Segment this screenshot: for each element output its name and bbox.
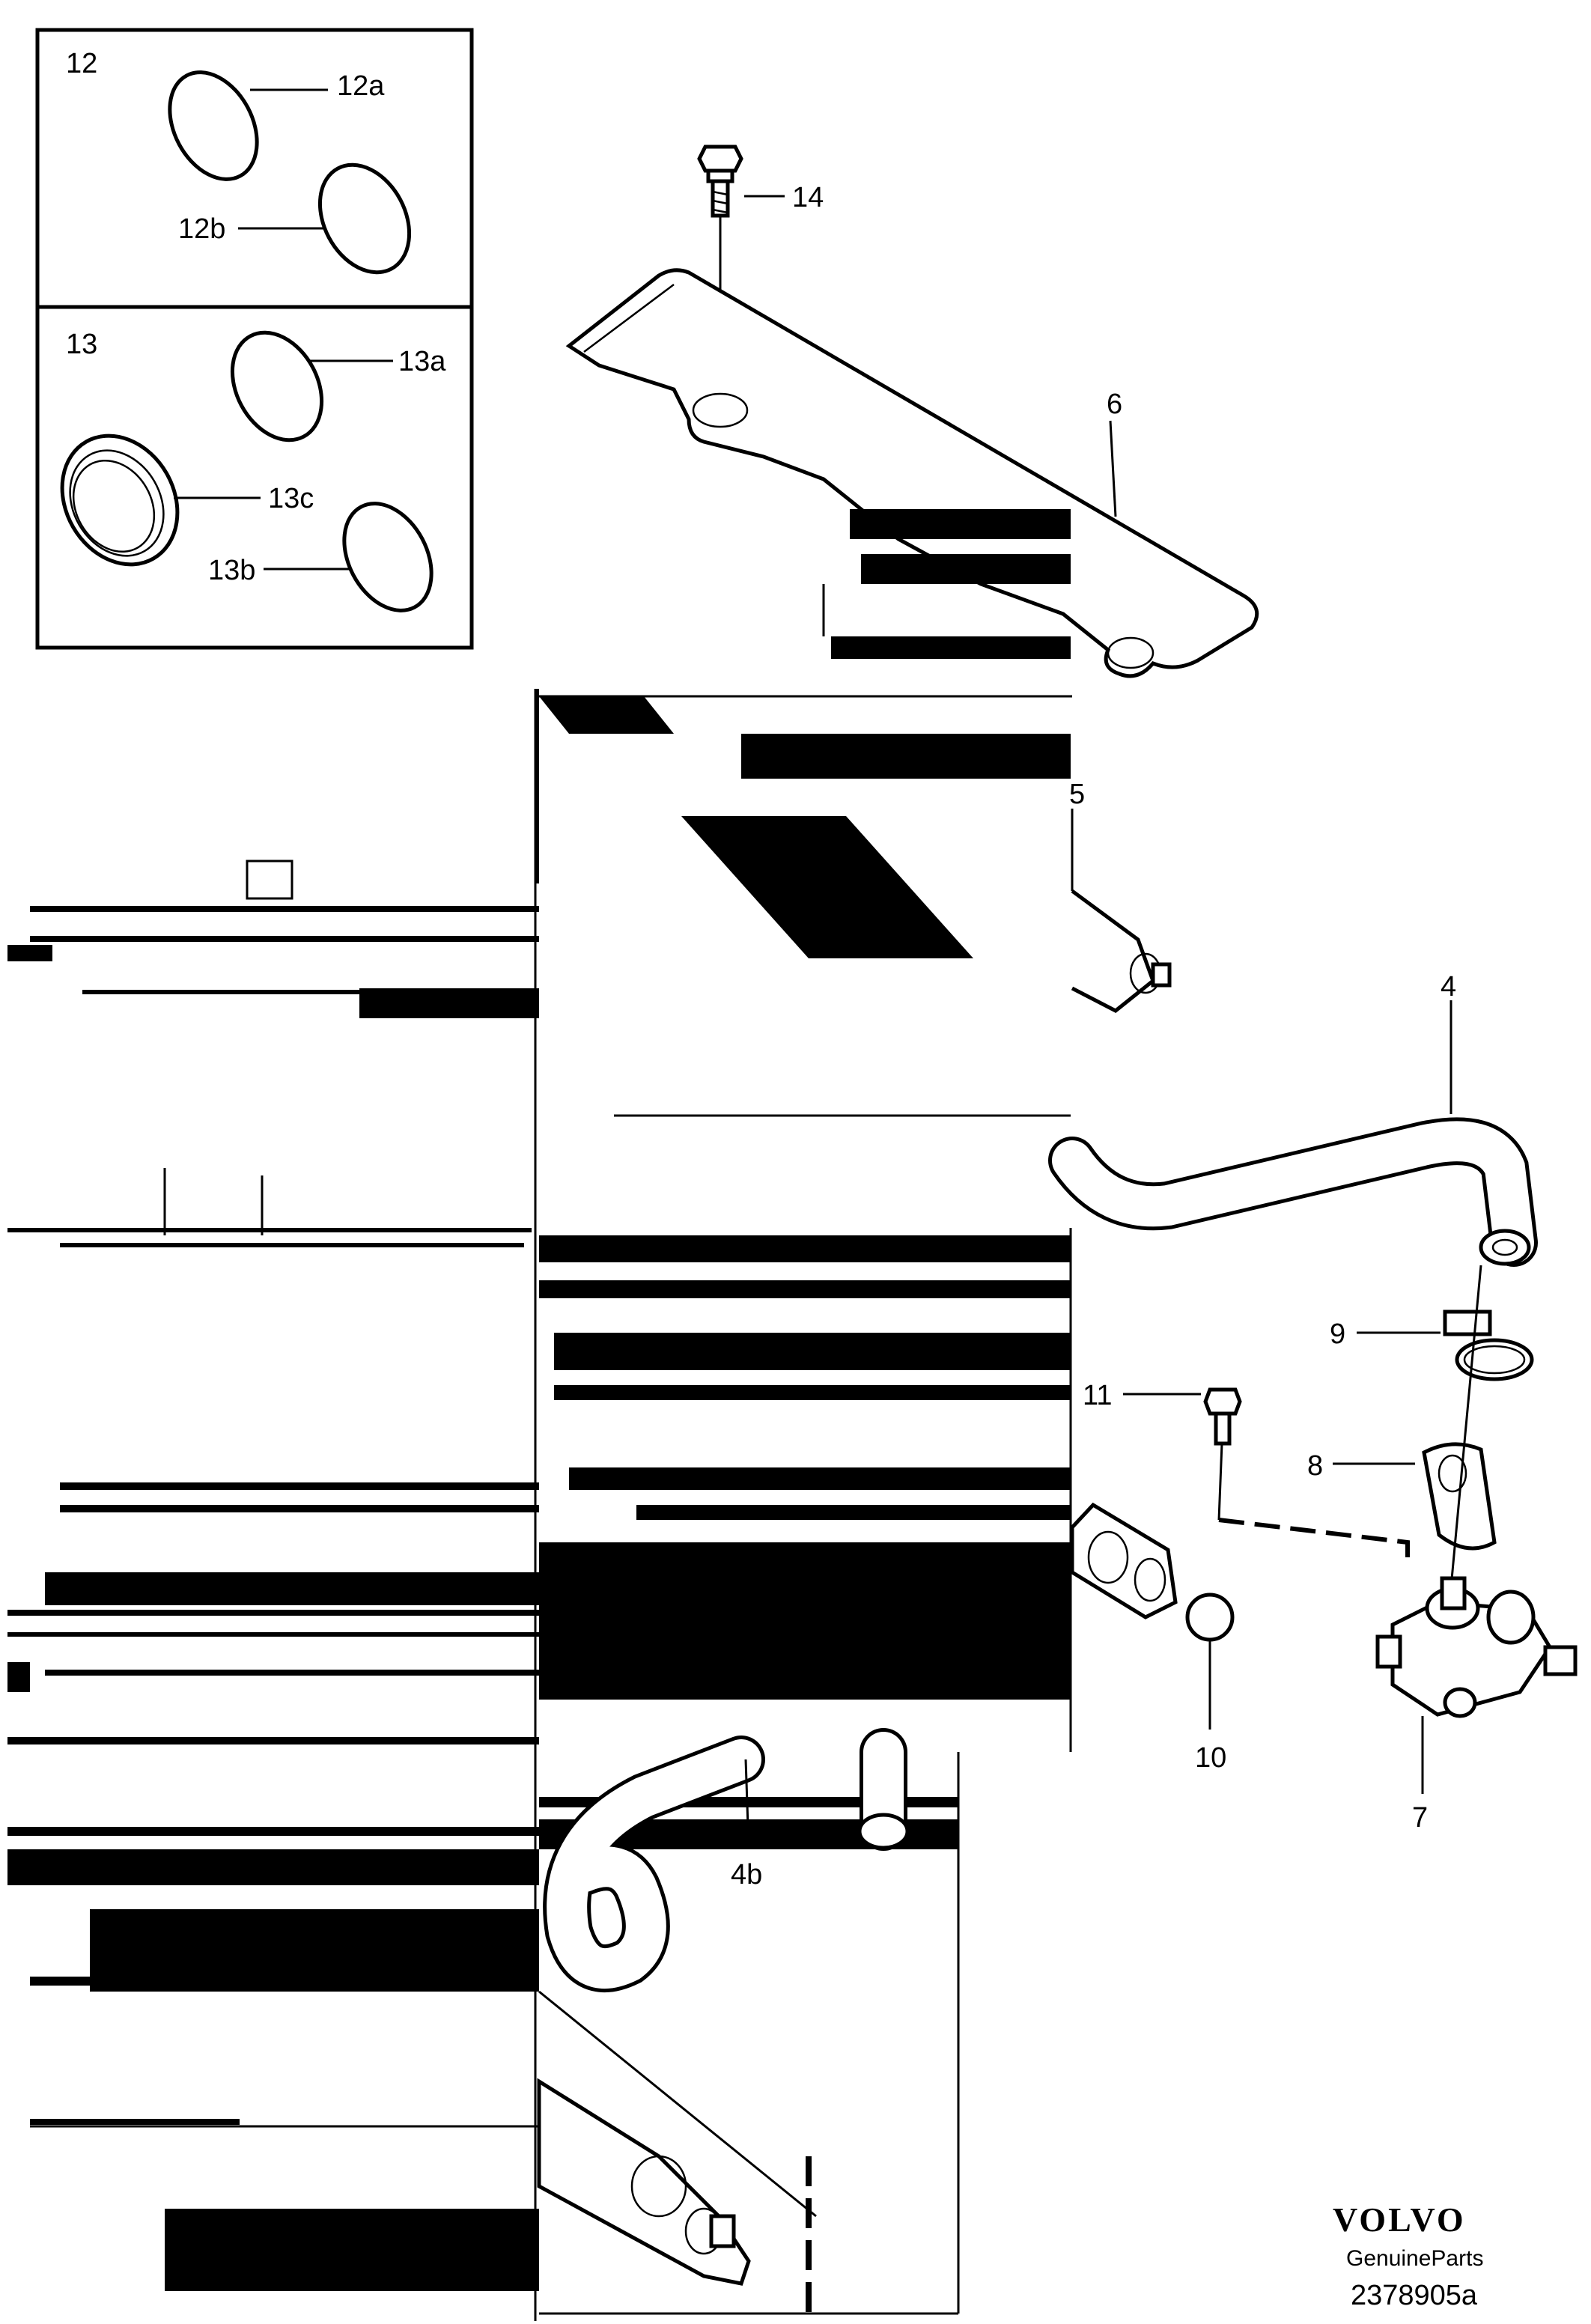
callout-11: 11	[1083, 1380, 1112, 1411]
engine-shading	[7, 509, 1072, 2321]
reference-number: 2378905a	[1351, 2280, 1478, 2311]
label-12b: 12b	[178, 213, 225, 245]
label-13c: 13c	[268, 483, 314, 514]
o-ring-12b	[317, 162, 412, 275]
o-ring-13a	[230, 330, 324, 442]
callout-5: 5	[1069, 779, 1085, 810]
label-13a: 13a	[398, 346, 446, 377]
inset-13: 13 13a 13c 13b	[60, 329, 446, 612]
callout-14: 14	[792, 182, 824, 213]
callout-10: 10	[1195, 1742, 1226, 1774]
footer: VOLVO GenuineParts 2378905a	[1333, 2200, 1483, 2311]
seal-13c	[60, 434, 180, 567]
bolt-11	[1203, 1387, 1242, 1521]
label-13b: 13b	[208, 555, 255, 586]
o-ring-12a	[168, 70, 259, 181]
o-ring-13b	[342, 502, 434, 612]
hose-4	[1048, 1117, 1538, 1267]
callout-4: 4	[1441, 971, 1456, 1003]
inset-13-title: 13	[66, 329, 97, 360]
clamp-9	[1443, 1309, 1534, 1381]
pipe-5	[1071, 889, 1172, 1013]
callout-8: 8	[1307, 1450, 1323, 1482]
brand-tagline: GenuineParts	[1346, 2246, 1483, 2271]
inset-12: 12 12a 12b	[66, 48, 412, 275]
callout-4b: 4b	[731, 1859, 762, 1890]
inset-12-title: 12	[66, 48, 97, 79]
pipe-4b	[537, 1728, 910, 2314]
o-ring-10	[1185, 1593, 1235, 1642]
callout-7: 7	[1412, 1802, 1428, 1834]
connector-block	[1070, 1502, 1178, 1619]
callout-6: 6	[1107, 389, 1122, 420]
brand-logo: VOLVO	[1333, 2200, 1466, 2239]
valve-7	[1375, 1576, 1578, 1718]
label-12a: 12a	[337, 70, 385, 102]
callout-9: 9	[1330, 1318, 1345, 1350]
cover-6	[565, 268, 1259, 678]
